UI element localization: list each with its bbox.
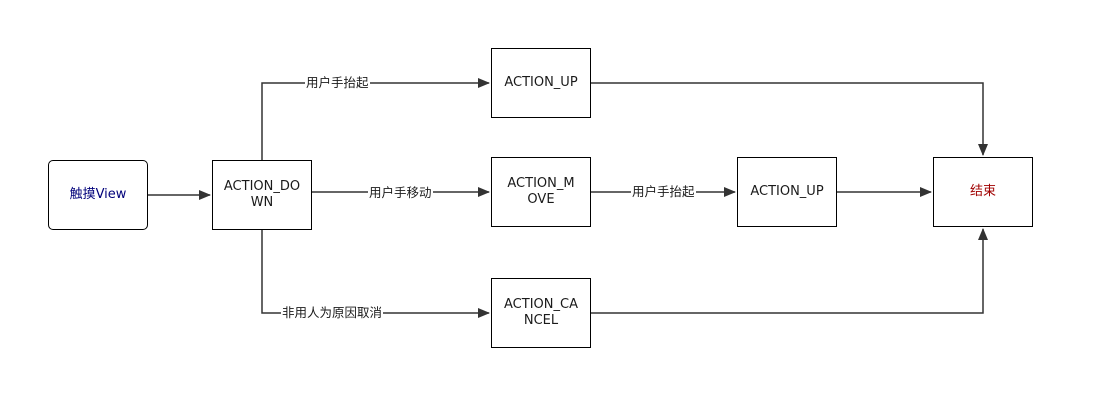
edge-up-top-to-end [591, 82, 988, 156]
edge-label-down-to-cancel: 非用人为原因取消 [281, 305, 384, 320]
node-end[interactable]: 结束 [933, 157, 1033, 227]
node-touch-view-label: 触摸View [69, 187, 127, 202]
node-action-cancel[interactable]: ACTION_CA NCEL [491, 278, 591, 348]
edge-label-down-to-move: 用户手移动 [368, 185, 433, 200]
node-action-move-line1: ACTION_M [507, 176, 575, 191]
node-action-move-line2: OVE [527, 192, 555, 207]
node-action-down-line1: ACTION_DO [223, 179, 301, 194]
node-touch-view[interactable]: 触摸View [48, 160, 148, 230]
node-action-up-mid-label: ACTION_UP [750, 184, 824, 199]
node-action-move-label: ACTION_M OVE [507, 176, 574, 208]
node-action-up-top-label: ACTION_UP [504, 75, 578, 90]
node-end-label: 结束 [969, 184, 996, 199]
node-action-cancel-label: ACTION_CA NCEL [504, 297, 578, 329]
node-action-down-line2: WN [250, 195, 274, 210]
node-action-up-top[interactable]: ACTION_UP [491, 48, 591, 118]
node-action-down[interactable]: ACTION_DO WN [212, 160, 312, 230]
node-action-cancel-line1: ACTION_CA [504, 297, 578, 312]
node-action-down-label: ACTION_DO WN [224, 179, 300, 211]
node-action-up-mid[interactable]: ACTION_UP [737, 157, 837, 227]
edge-label-move-to-up: 用户手抬起 [631, 184, 696, 199]
edge-down-to-up [261, 78, 490, 160]
node-action-move[interactable]: ACTION_M OVE [491, 157, 591, 227]
edge-label-down-to-up: 用户手抬起 [305, 75, 370, 90]
edge-down-to-cancel [261, 230, 490, 318]
edge-cancel-to-end [591, 228, 988, 314]
node-action-cancel-line2: NCEL [523, 313, 559, 328]
